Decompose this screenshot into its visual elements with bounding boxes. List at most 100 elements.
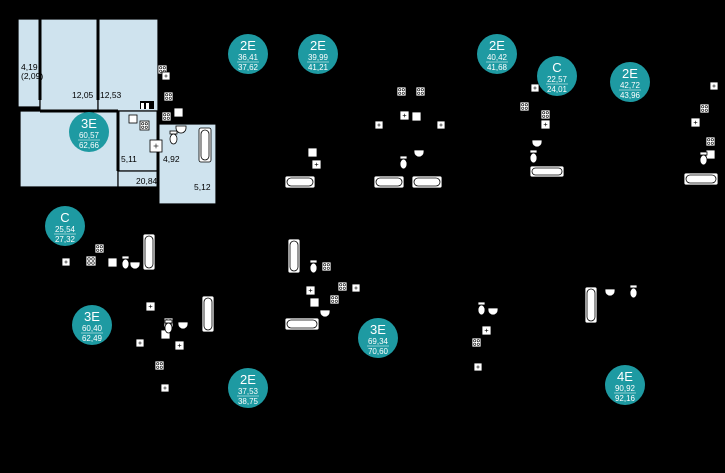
- unit-type: C: [60, 210, 69, 225]
- appliance-icon: [351, 283, 361, 293]
- bathtub-icon: [287, 238, 301, 274]
- unit-area-living: 22,57: [547, 75, 568, 84]
- appliance-icon: [154, 360, 165, 371]
- room-area-label: 12,05: [72, 90, 94, 100]
- appliance-icon: [160, 383, 170, 393]
- appliance-icon: [690, 117, 701, 128]
- sink-icon: [531, 139, 543, 148]
- bathtub-icon: [373, 175, 405, 189]
- appliance-icon: [163, 91, 174, 102]
- sink-icon: [604, 288, 616, 297]
- appliance-icon: [415, 86, 426, 97]
- appliance-icon: [311, 159, 322, 170]
- unit-area-living: 25,54: [55, 225, 76, 234]
- appliance-icon: [337, 281, 348, 292]
- appliance-icon: [161, 111, 172, 122]
- room-area-label: 4,92: [163, 154, 180, 164]
- unit-area-total: 62,66: [79, 141, 100, 150]
- badge-circle: [610, 62, 650, 102]
- unit-area-total: 70,60: [368, 347, 389, 356]
- unit-type: C: [552, 60, 561, 75]
- toilet-icon: [309, 259, 318, 274]
- unit-area-total: 41,21: [308, 63, 329, 72]
- room-area-label: 5,11: [121, 154, 137, 164]
- appliance-icon: [61, 257, 71, 267]
- bathtub-icon: [584, 286, 598, 324]
- appliance-icon: [709, 81, 719, 91]
- unit-area-total: 37,62: [238, 63, 259, 72]
- sink-icon: [319, 309, 331, 318]
- appliance-icon: [174, 340, 185, 351]
- unit-area-living: 90,92: [615, 384, 636, 393]
- appliance-icon: [540, 109, 551, 120]
- toilet-icon: [121, 255, 130, 270]
- appliance-icon: [329, 294, 340, 305]
- appliance-icon: [399, 110, 410, 121]
- unit-type: 2E: [489, 38, 505, 53]
- badge-circle: [358, 318, 398, 358]
- unit-area-total: 41,68: [487, 63, 508, 72]
- sink-icon: [129, 261, 141, 270]
- toilet-icon: [399, 155, 408, 170]
- room-bedroom-1: [39, 18, 99, 112]
- unit-area-total: 38,75: [238, 397, 259, 406]
- appliance-icon: [530, 83, 540, 93]
- unit-area-living: 60,57: [79, 131, 100, 140]
- unit-area-total: 43,96: [620, 91, 641, 100]
- bathtub-icon: [529, 165, 565, 178]
- toilet-icon: [169, 130, 178, 145]
- appliance-icon: [173, 107, 184, 118]
- appliance-icon: [473, 362, 483, 372]
- unit-area-living: 42,72: [620, 81, 641, 90]
- unit-area-living: 40,42: [487, 53, 508, 62]
- unit-area-living: 36,41: [238, 53, 259, 62]
- selected-apartment[interactable]: [17, 18, 217, 205]
- badge-circle: [69, 112, 109, 152]
- unit-type: 2E: [622, 66, 638, 81]
- unit-area-total: 27,32: [55, 235, 76, 244]
- toilet-icon: [529, 149, 538, 164]
- unit-area-total: 62,49: [82, 334, 103, 343]
- bathtub-icon: [198, 127, 212, 163]
- appliance-icon: [149, 139, 163, 153]
- appliance-icon: [139, 120, 150, 131]
- room-area-label: 20,84: [136, 176, 158, 186]
- unit-type: 4E: [617, 369, 633, 384]
- appliance-icon: [128, 114, 138, 124]
- unit-area-total: 24,01: [547, 85, 568, 94]
- appliance-icon: [305, 285, 316, 296]
- appliance-icon: [135, 338, 145, 348]
- appliance-icon: [436, 120, 446, 130]
- badge-circle: [228, 368, 268, 408]
- appliance-icon: [471, 337, 482, 348]
- unit-area-total: 92,16: [615, 394, 636, 403]
- appliance-icon: [481, 325, 492, 336]
- room-bedroom-2: [97, 18, 159, 112]
- unit-badges: 3E60,5762,662E36,4137,622E39,9941,212E40…: [45, 34, 650, 408]
- unit-area-living: 37,53: [238, 387, 259, 396]
- badge-circle: [477, 34, 517, 74]
- appliance-icon: [107, 257, 118, 268]
- appliance-icon: [705, 136, 716, 147]
- sink-icon: [175, 125, 187, 134]
- badge-circle: [298, 34, 338, 74]
- toilet-icon: [164, 319, 173, 334]
- room-area-label: 5,12: [194, 182, 211, 192]
- appliance-icon: [411, 111, 422, 122]
- badge-circle: [605, 365, 645, 405]
- unit-area-living: 60,40: [82, 324, 103, 333]
- toilet-icon: [477, 301, 486, 316]
- badge-circle: [72, 305, 112, 345]
